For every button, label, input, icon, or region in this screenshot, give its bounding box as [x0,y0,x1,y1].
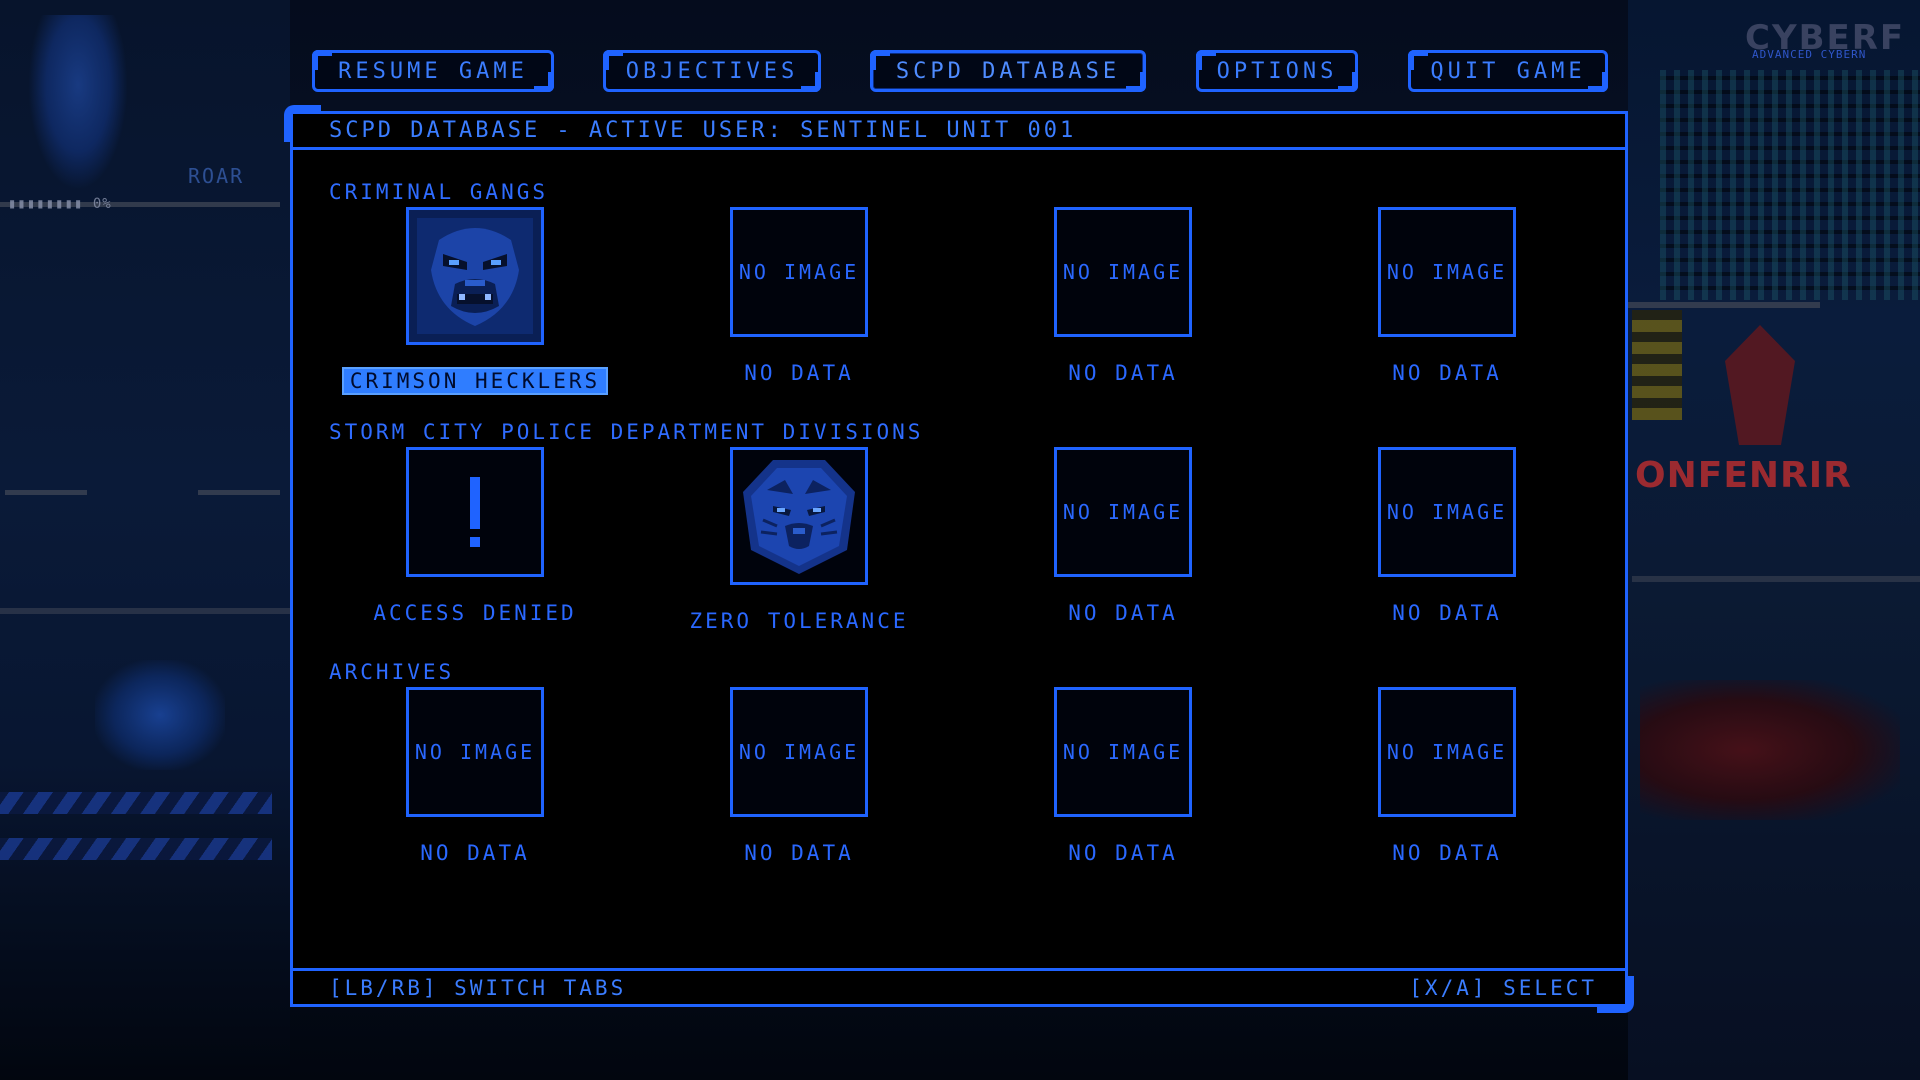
card-no-image: NO IMAGE [1378,207,1516,337]
panel-footer: [LB/RB] SWITCH TABS [X/A] SELECT [293,968,1625,1004]
background-logo-subtitle: ADVANCED CYBERN [1752,48,1867,61]
panel-header: SCPD DATABASE - ACTIVE USER: SENTINEL UN… [293,114,1625,150]
background-rail [0,608,290,614]
card-label: NO DATA [1068,361,1178,385]
tab-scpd-database[interactable]: SCPD DATABASE [870,50,1146,92]
card-no-image: NO IMAGE [1054,447,1192,577]
card-label: NO DATA [420,841,530,865]
database-card-empty[interactable]: NO IMAGE NO DATA [1297,447,1597,627]
background-hazard-stripe [0,792,272,814]
background-rail [0,202,280,207]
card-label: NO DATA [1392,361,1502,385]
background-rail [1632,576,1920,582]
gorilla-face-icon [409,210,541,342]
background-rail [198,490,280,495]
tab-label: SCPD DATABASE [895,58,1121,84]
background-hazard-stripe [0,838,272,860]
background-right-scene [1628,0,1920,1080]
background-logo: CYBERF [1745,18,1906,58]
card-no-image: NO IMAGE [1378,687,1516,817]
card-no-image: NO IMAGE [406,687,544,817]
select-hint: [X/A] SELECT [1409,975,1597,1000]
exclamation-icon [470,477,480,547]
card-image [406,207,544,345]
tab-quit-game[interactable]: QUIT GAME [1408,50,1608,92]
card-label: NO DATA [744,841,854,865]
card-no-image: NO IMAGE [730,687,868,817]
database-panel: SCPD DATABASE - ACTIVE USER: SENTINEL UN… [284,105,1634,1013]
section-title-criminal-gangs: CRIMINAL GANGS [329,180,549,204]
tab-objectives[interactable]: OBJECTIVES [603,50,821,92]
background-city-lights [1660,70,1920,300]
database-card-empty[interactable]: NO IMAGE NO DATA [649,687,949,867]
background-red-graffiti [1640,680,1900,820]
background-enemy-silhouette [95,660,225,770]
database-card-empty[interactable]: NO IMAGE NO DATA [649,207,949,387]
database-card-crimson-hecklers[interactable]: CRIMSON HECKLERS [325,207,625,395]
background-rail [1628,302,1820,308]
background-health-bar: ▮▮▮▮▮▮▮▮ 0% [8,196,112,212]
card-label: NO DATA [1392,841,1502,865]
card-label: NO DATA [1392,601,1502,625]
card-image [730,447,868,585]
database-card-zero-tolerance[interactable]: ZERO TOLERANCE [649,447,949,633]
database-card-empty[interactable]: NO IMAGE NO DATA [973,447,1273,627]
card-label: ACCESS DENIED [373,601,577,625]
database-card-empty[interactable]: NO IMAGE NO DATA [973,687,1273,867]
database-card-empty[interactable]: NO IMAGE NO DATA [325,687,625,867]
background-robot-silhouette [28,15,128,190]
tab-options[interactable]: OPTIONS [1196,50,1358,92]
background-brand-text: ONFENRIR [1635,455,1852,496]
card-no-image: NO IMAGE [1054,687,1192,817]
card-no-image: NO IMAGE [1054,207,1192,337]
card-label: NO DATA [1068,841,1178,865]
tab-resume-game[interactable]: RESUME GAME [312,50,554,92]
tab-label: QUIT GAME [1430,58,1586,84]
tiger-emblem-icon [743,460,855,574]
tab-label: OPTIONS [1216,58,1338,84]
card-image [406,447,544,577]
card-label: CRIMSON HECKLERS [341,367,609,395]
tab-label: OBJECTIVES [625,58,799,84]
card-label: ZERO TOLERANCE [689,609,909,633]
card-label: NO DATA [1068,601,1178,625]
panel-title: SCPD DATABASE - ACTIVE USER: SENTINEL UN… [329,118,1077,143]
background-roar-label: ROAR [188,164,245,188]
background-rail [5,490,87,495]
database-card-empty[interactable]: NO IMAGE NO DATA [1297,207,1597,387]
tab-label: RESUME GAME [338,58,528,84]
database-card-empty[interactable]: NO IMAGE NO DATA [973,207,1273,387]
database-card-access-denied[interactable]: ACCESS DENIED [325,447,625,627]
section-title-archives: ARCHIVES [329,660,455,684]
card-no-image: NO IMAGE [1378,447,1516,577]
background-sign [1632,310,1682,420]
switch-tabs-hint: [LB/RB] SWITCH TABS [329,975,627,1000]
database-card-empty[interactable]: NO IMAGE NO DATA [1297,687,1597,867]
section-title-police-divisions: STORM CITY POLICE DEPARTMENT DIVISIONS [329,420,924,444]
card-no-image: NO IMAGE [730,207,868,337]
card-label: NO DATA [744,361,854,385]
